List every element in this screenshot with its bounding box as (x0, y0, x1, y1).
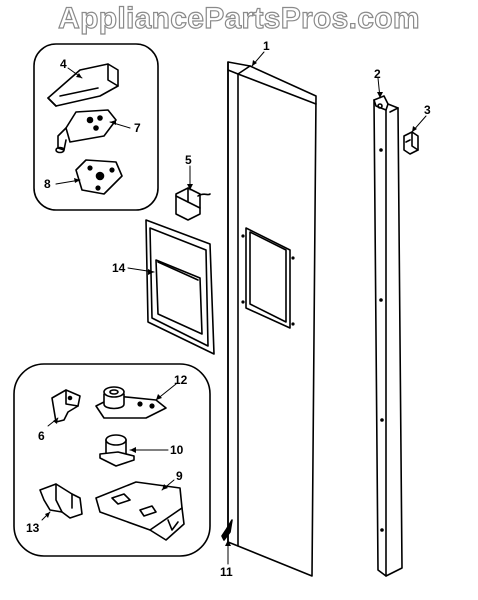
callout-1: 1 (263, 39, 270, 53)
callout-10: 10 (170, 443, 184, 457)
callout-3: 3 (424, 103, 431, 117)
part-3-clip (403, 131, 419, 155)
callout-8: 8 (44, 177, 51, 191)
callout-4: 4 (60, 57, 67, 71)
part-7-hinge-plate (55, 109, 117, 154)
callout-2: 2 (374, 67, 381, 81)
callout-11: 11 (220, 565, 233, 579)
callout-12: 12 (174, 373, 188, 387)
part-8-hinge-plate (75, 159, 123, 195)
part-14-dispenser-frame (145, 219, 215, 355)
part-12-hinge-pin (95, 386, 167, 419)
part-5-switch (175, 187, 211, 221)
part-4-hinge-cover (47, 63, 119, 107)
callout-14: 14 (112, 261, 126, 275)
callout-13: 13 (26, 521, 40, 535)
leader-arrowheads (45, 60, 417, 546)
part-6-bracket (51, 389, 81, 423)
part-1-door-panel (227, 61, 317, 577)
part-11-screw (221, 519, 233, 541)
part-10-roller (99, 434, 135, 467)
callout-5: 5 (185, 153, 192, 167)
part-13-bracket (39, 483, 83, 519)
part-9-base-plate (95, 481, 185, 541)
watermark-logo: AppliancePartsPros.com (58, 1, 421, 35)
callout-6: 6 (38, 429, 45, 443)
callout-7: 7 (134, 121, 141, 135)
bottom-hinge-inset (13, 363, 211, 557)
top-hinge-inset (33, 43, 159, 211)
callout-9: 9 (176, 469, 183, 483)
part-2-trim-channel (373, 95, 403, 577)
